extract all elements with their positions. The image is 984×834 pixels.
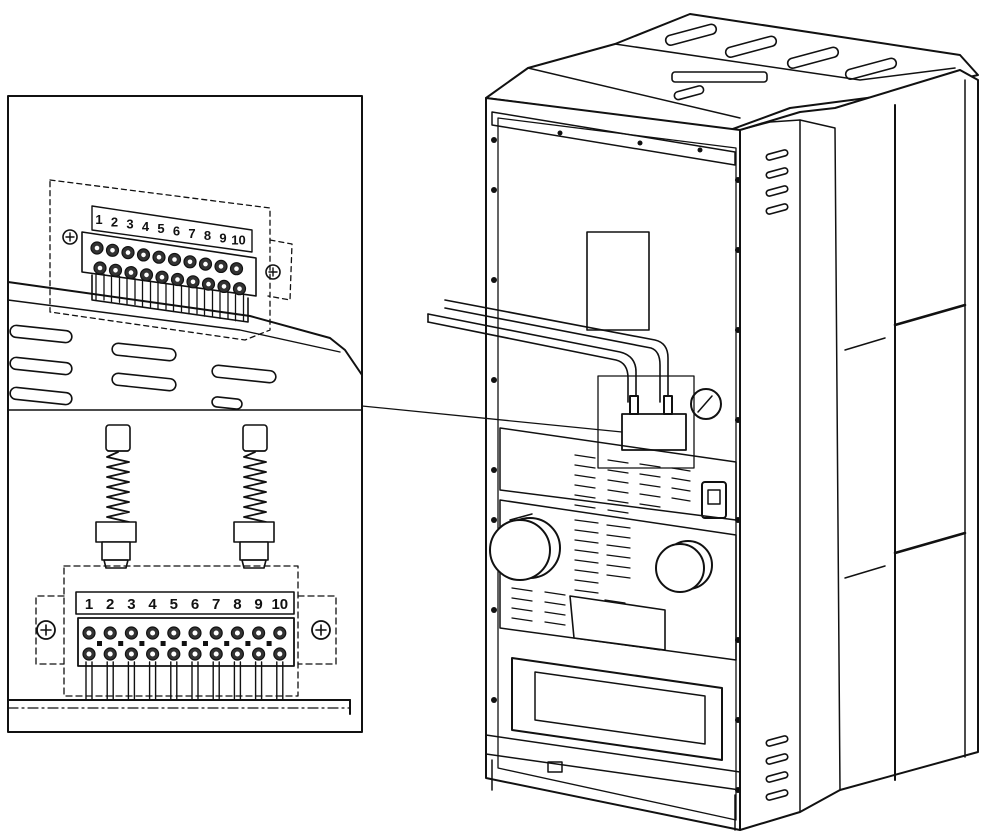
cable-gland-left (95, 424, 137, 569)
upper-vent-block (499, 427, 737, 521)
power-socket (701, 481, 727, 519)
terminal-wire-10 (276, 661, 284, 701)
bottom-opening (511, 657, 723, 761)
terminal-label-9: 9 (254, 596, 262, 613)
upper-terminal-label-4: 4 (142, 219, 150, 234)
terminal-wire-8 (233, 661, 242, 701)
top-vent-slots (664, 23, 898, 101)
upper-terminal-label-9: 9 (219, 230, 226, 245)
terminal-label-1: 1 (85, 596, 93, 613)
upper-terminal-label-6: 6 (173, 224, 180, 239)
fan-motor-left (489, 513, 561, 581)
terminal-number-strip (75, 591, 295, 615)
terminal-label-5: 5 (170, 596, 178, 613)
terminal-label-6: 6 (191, 596, 199, 613)
upper-terminal-label-7: 7 (188, 226, 195, 241)
terminal-label-10: 10 (271, 596, 288, 613)
terminal-wire-6 (191, 661, 199, 701)
terminal-wire-4 (148, 661, 157, 701)
terminal-label-4: 4 (148, 596, 157, 613)
terminal-wire-3 (127, 661, 136, 701)
terminal-wire-9 (254, 661, 263, 701)
stove-body (427, 13, 979, 831)
terminal-wire-5 (170, 661, 178, 701)
fan-motor-right (655, 540, 713, 593)
upper-terminal-label-2: 2 (111, 214, 118, 229)
rear-panel (485, 97, 741, 831)
pressure-gauge (690, 388, 722, 420)
panel-screws (491, 130, 741, 793)
terminal-label-3: 3 (127, 596, 135, 613)
side-louvres (765, 149, 789, 801)
cable-gland-right (233, 424, 275, 569)
terminal-wire-7 (212, 661, 220, 701)
inlet-hoses (427, 299, 669, 403)
terminal-label-7: 7 (212, 596, 220, 613)
terminal-label-2: 2 (106, 596, 114, 613)
side-panel (739, 69, 979, 831)
terminal-wire-2 (106, 661, 114, 701)
terminal-box-small (621, 413, 687, 451)
upper-terminal-label-3: 3 (126, 217, 133, 232)
upper-terminal-label-10: 10 (231, 233, 245, 248)
upper-terminal-label-5: 5 (157, 221, 164, 236)
leader-line (361, 405, 623, 433)
cover-plate (569, 595, 666, 651)
upper-terminal-label-1: 1 (95, 212, 102, 227)
terminal-wire-1 (85, 661, 93, 701)
terminal-label-8: 8 (233, 596, 241, 613)
rear-access-cutout (586, 231, 650, 331)
upper-terminal-label-8: 8 (204, 228, 211, 243)
detail-callout-box (597, 375, 695, 469)
